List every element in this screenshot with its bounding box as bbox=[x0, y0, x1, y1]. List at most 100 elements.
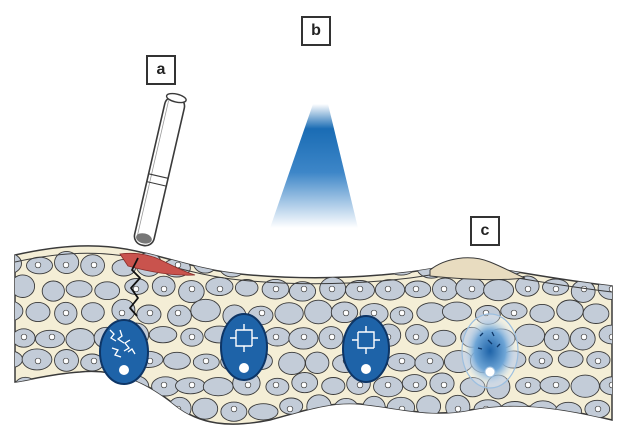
cell-nucleus bbox=[63, 262, 69, 268]
applicator-tube-icon bbox=[133, 92, 187, 248]
tissue-cell bbox=[81, 399, 109, 421]
cell-nucleus bbox=[287, 406, 293, 412]
target-cell-2 bbox=[221, 314, 267, 380]
tissue-cell bbox=[66, 329, 95, 351]
tissue-cell bbox=[305, 300, 333, 324]
cell-nucleus bbox=[427, 262, 433, 268]
cell-nucleus bbox=[553, 382, 559, 388]
cell-nucleus bbox=[441, 382, 447, 388]
tissue-cell bbox=[306, 352, 329, 373]
label-a: a bbox=[146, 55, 176, 85]
tissue-cell bbox=[587, 255, 610, 277]
cell-nucleus bbox=[427, 358, 433, 364]
cell-nucleus bbox=[371, 310, 377, 316]
tissue-cell bbox=[109, 399, 138, 419]
cell-nucleus bbox=[301, 334, 307, 340]
cell-nucleus bbox=[525, 286, 531, 292]
cell-nucleus bbox=[63, 310, 69, 316]
tissue-cell bbox=[26, 302, 50, 321]
cell-nucleus bbox=[441, 286, 447, 292]
cell-nucleus bbox=[553, 286, 559, 292]
cell-nucleus bbox=[273, 382, 279, 388]
tissue-cell bbox=[322, 378, 345, 395]
cell-nucleus bbox=[413, 334, 419, 340]
surface-lump bbox=[430, 258, 525, 280]
cell-nucleus bbox=[595, 358, 601, 364]
cell-nucleus bbox=[399, 262, 405, 268]
cell-nucleus bbox=[203, 262, 209, 268]
cell-nucleus bbox=[133, 382, 139, 388]
tissue-cell bbox=[275, 253, 303, 274]
cell-nucleus bbox=[315, 262, 321, 268]
tissue-cell bbox=[307, 395, 331, 419]
cell-nucleus bbox=[147, 310, 153, 316]
cell-nucleus bbox=[7, 262, 13, 268]
tissue-cell bbox=[359, 254, 388, 274]
tissue-cell bbox=[203, 378, 233, 396]
cell-nucleus bbox=[609, 286, 615, 292]
tissue-cell bbox=[82, 303, 105, 322]
tissue-cell bbox=[432, 330, 456, 346]
tissue-cell bbox=[571, 375, 599, 397]
cell-nucleus bbox=[175, 310, 181, 316]
cell-nucleus bbox=[301, 382, 307, 388]
cell-nucleus bbox=[77, 382, 83, 388]
tissue-cell bbox=[95, 282, 120, 300]
cell-nucleus bbox=[217, 286, 223, 292]
cell-nucleus bbox=[21, 382, 27, 388]
cell-nucleus bbox=[329, 286, 335, 292]
tissue-cell bbox=[66, 281, 92, 297]
cell-nucleus bbox=[399, 310, 405, 316]
tissue-cell bbox=[417, 303, 446, 323]
cell-nucleus bbox=[203, 358, 209, 364]
tissue-cell bbox=[515, 324, 545, 346]
tissue-cell bbox=[38, 377, 64, 398]
tissue-cell bbox=[149, 327, 177, 343]
tissue-cell bbox=[52, 399, 76, 416]
cell-nucleus bbox=[119, 406, 125, 412]
cell-nucleus bbox=[63, 406, 69, 412]
tissue-cell bbox=[334, 398, 358, 419]
cell-nucleus bbox=[259, 310, 265, 316]
cell-nucleus bbox=[357, 286, 363, 292]
cell-nucleus bbox=[119, 310, 125, 316]
cell-nucleus bbox=[539, 262, 545, 268]
label-b: b bbox=[301, 16, 331, 46]
tissue-cell bbox=[279, 352, 306, 374]
cell-nucleus bbox=[273, 334, 279, 340]
tissue-cell bbox=[306, 258, 329, 274]
cell-nucleus bbox=[35, 262, 41, 268]
tissue-cell bbox=[220, 258, 245, 277]
tissue-cell bbox=[0, 301, 23, 322]
tissue-cell bbox=[0, 399, 22, 422]
tissue-cell bbox=[275, 303, 303, 325]
tissue-cell bbox=[529, 256, 559, 276]
cell-nucleus bbox=[553, 334, 559, 340]
cell-nucleus bbox=[413, 382, 419, 388]
cell-nucleus bbox=[189, 286, 195, 292]
cell-nucleus bbox=[343, 310, 349, 316]
cell-nucleus bbox=[469, 286, 475, 292]
cell-nucleus bbox=[301, 286, 307, 292]
label-c: c bbox=[470, 216, 500, 246]
tissue-cell bbox=[164, 352, 191, 369]
tissue-cell bbox=[249, 404, 278, 420]
tissue-cell bbox=[0, 253, 22, 273]
cell-nucleus bbox=[161, 382, 167, 388]
tissue-cell bbox=[191, 299, 221, 321]
light-beam-icon bbox=[270, 104, 358, 228]
tissue-cell bbox=[25, 401, 50, 422]
cell-nucleus bbox=[287, 262, 293, 268]
target-cell-4-diffused bbox=[462, 314, 518, 388]
cell-nucleus bbox=[511, 310, 517, 316]
cell-nucleus bbox=[259, 262, 265, 268]
cell-nucleus bbox=[385, 382, 391, 388]
cell-nucleus bbox=[189, 334, 195, 340]
cell-nucleus bbox=[413, 286, 419, 292]
tissue-cell bbox=[42, 281, 64, 301]
cell-nucleus bbox=[91, 358, 97, 364]
cell-nucleus bbox=[483, 406, 489, 412]
tissue-cell bbox=[528, 401, 557, 422]
cell-nucleus bbox=[49, 334, 55, 340]
tissue-cell bbox=[192, 398, 217, 419]
